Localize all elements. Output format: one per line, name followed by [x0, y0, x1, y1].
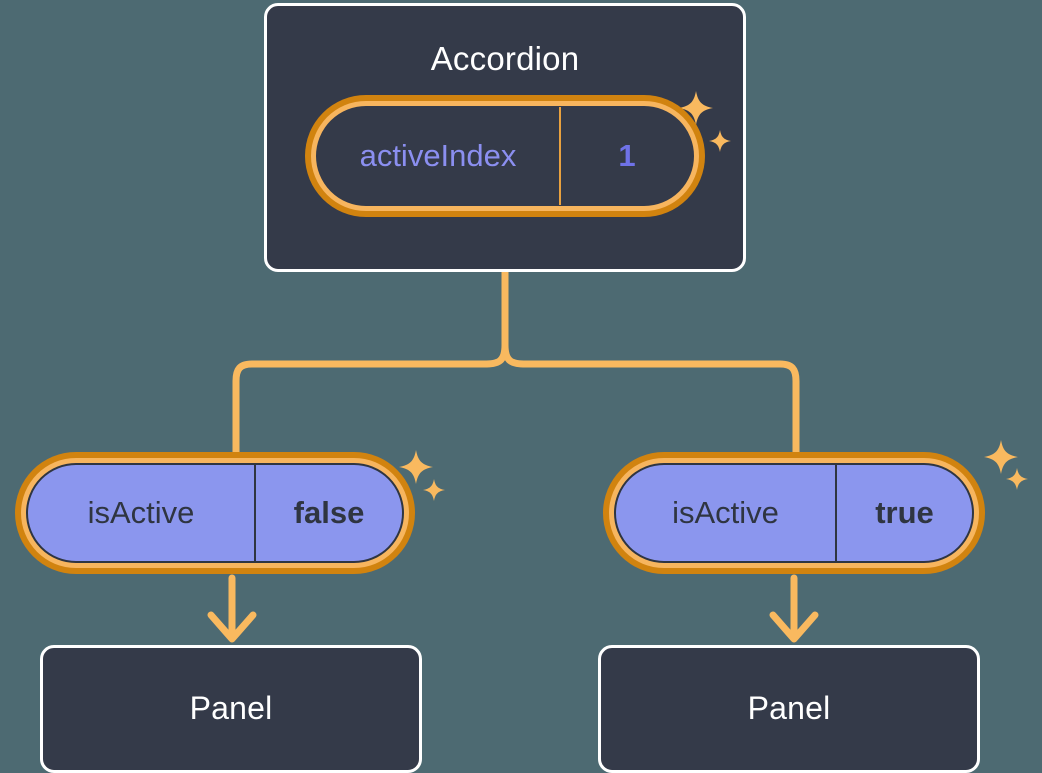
panel-title: Panel: [189, 690, 273, 726]
state-value-label: true: [835, 465, 972, 561]
sparkle-large-icon: [984, 440, 1018, 474]
branch-connector-right-icon: [501, 341, 800, 456]
state-value-label: false: [254, 465, 402, 561]
state-pill-inner-ring: isActive false: [21, 458, 409, 568]
state-pill-inner-ring: activeIndex 1: [311, 101, 699, 211]
sparkle-small-icon: [423, 479, 445, 501]
accordion-title: Accordion: [430, 40, 580, 77]
sparkle-small-icon: [1006, 468, 1028, 490]
panel-card-left[interactable]: Panel: [40, 645, 422, 773]
state-key-label: activeIndex: [359, 138, 517, 173]
state-pill-is-active-true[interactable]: isActive true: [603, 452, 985, 574]
state-pill-is-active-false[interactable]: isActive false: [15, 452, 415, 574]
state-pill-active-index[interactable]: activeIndex 1: [305, 95, 705, 217]
state-value-label: 1: [559, 107, 693, 205]
arrow-down-left-head-icon: [207, 611, 257, 643]
state-pill-body: isActive true: [614, 463, 974, 563]
branch-connector-icon: [232, 268, 509, 456]
arrow-down-right-head-icon: [769, 611, 819, 643]
panel-title: Panel: [747, 690, 831, 726]
state-pill-inner-ring: isActive true: [609, 458, 979, 568]
state-key-label: isActive: [87, 495, 195, 530]
state-key-label: isActive: [672, 495, 779, 530]
panel-card-right[interactable]: Panel: [598, 645, 980, 773]
state-pill-body: isActive false: [26, 463, 404, 563]
state-pill-body: activeIndex 1: [316, 106, 694, 206]
sparkle-small-icon: [709, 130, 731, 152]
